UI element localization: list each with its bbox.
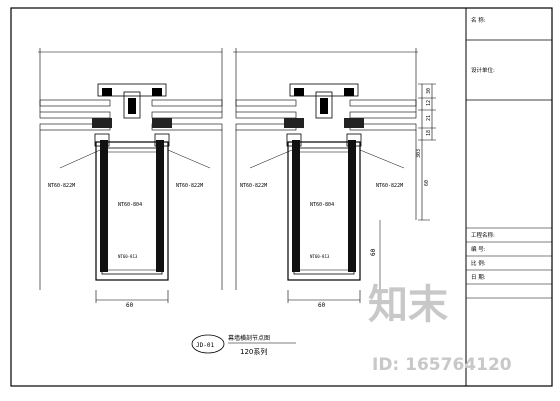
left-part-code-2: NT60-822M: [176, 183, 203, 189]
date-label: 日 期:: [471, 274, 486, 281]
drawing-border: [10, 7, 553, 387]
watermark: 知末 ID: 165764120: [368, 282, 512, 375]
side-dim-4: 18: [426, 130, 432, 136]
detail-tag-ellipse: [191, 334, 225, 354]
left-node: NT60-822M NT60-822M NT60-804 NT60-813 60: [38, 48, 223, 309]
watermark-logo-text: 知末: [368, 282, 448, 328]
number-label: 编 号:: [471, 245, 486, 253]
design-unit-label: 设计单位:: [471, 66, 495, 74]
side-dim-6: 60: [424, 180, 430, 186]
left-part-code-3: NT60-804: [118, 202, 142, 208]
side-dim-5: 303: [416, 149, 422, 158]
left-part-code-1: NT60-822M: [48, 183, 75, 189]
right-part-code-3: NT60-804: [310, 202, 334, 208]
detail-title: 幕墙横剖节点图: [228, 334, 270, 342]
drawing-name-label: 工程名称:: [471, 231, 495, 239]
right-part-code-4: NT60-813: [310, 254, 330, 259]
scale-label: 比 例:: [471, 259, 486, 267]
left-width-dim: 60: [126, 302, 134, 309]
detail-series: 120系列: [240, 347, 267, 356]
side-dim-2: 12: [426, 100, 432, 106]
right-node: NT60-822M NT60-822M NT60-804 NT60-813 60…: [233, 48, 418, 309]
title-block: 名 称: 设计单位: 工程名称: 编 号: 比 例: 日 期:: [465, 8, 552, 386]
project-label: 名 称:: [471, 16, 486, 24]
side-dim-1: 30: [426, 88, 432, 94]
detail-caption: JD-01 幕墙横剖节点图 120系列: [191, 334, 296, 356]
side-dim-3: 21: [426, 115, 432, 121]
right-height-dim: 60: [370, 248, 377, 256]
detail-tag: JD-01: [196, 342, 214, 349]
watermark-id: ID: 165764120: [372, 355, 512, 375]
right-part-code-2: NT60-822M: [376, 183, 403, 189]
side-dimension-chain: 30 12 21 18 303 60: [416, 83, 436, 221]
right-width-dim: 60: [318, 302, 326, 309]
right-part-code-1: NT60-822M: [240, 183, 267, 189]
left-part-code-4: NT60-813: [118, 254, 138, 259]
